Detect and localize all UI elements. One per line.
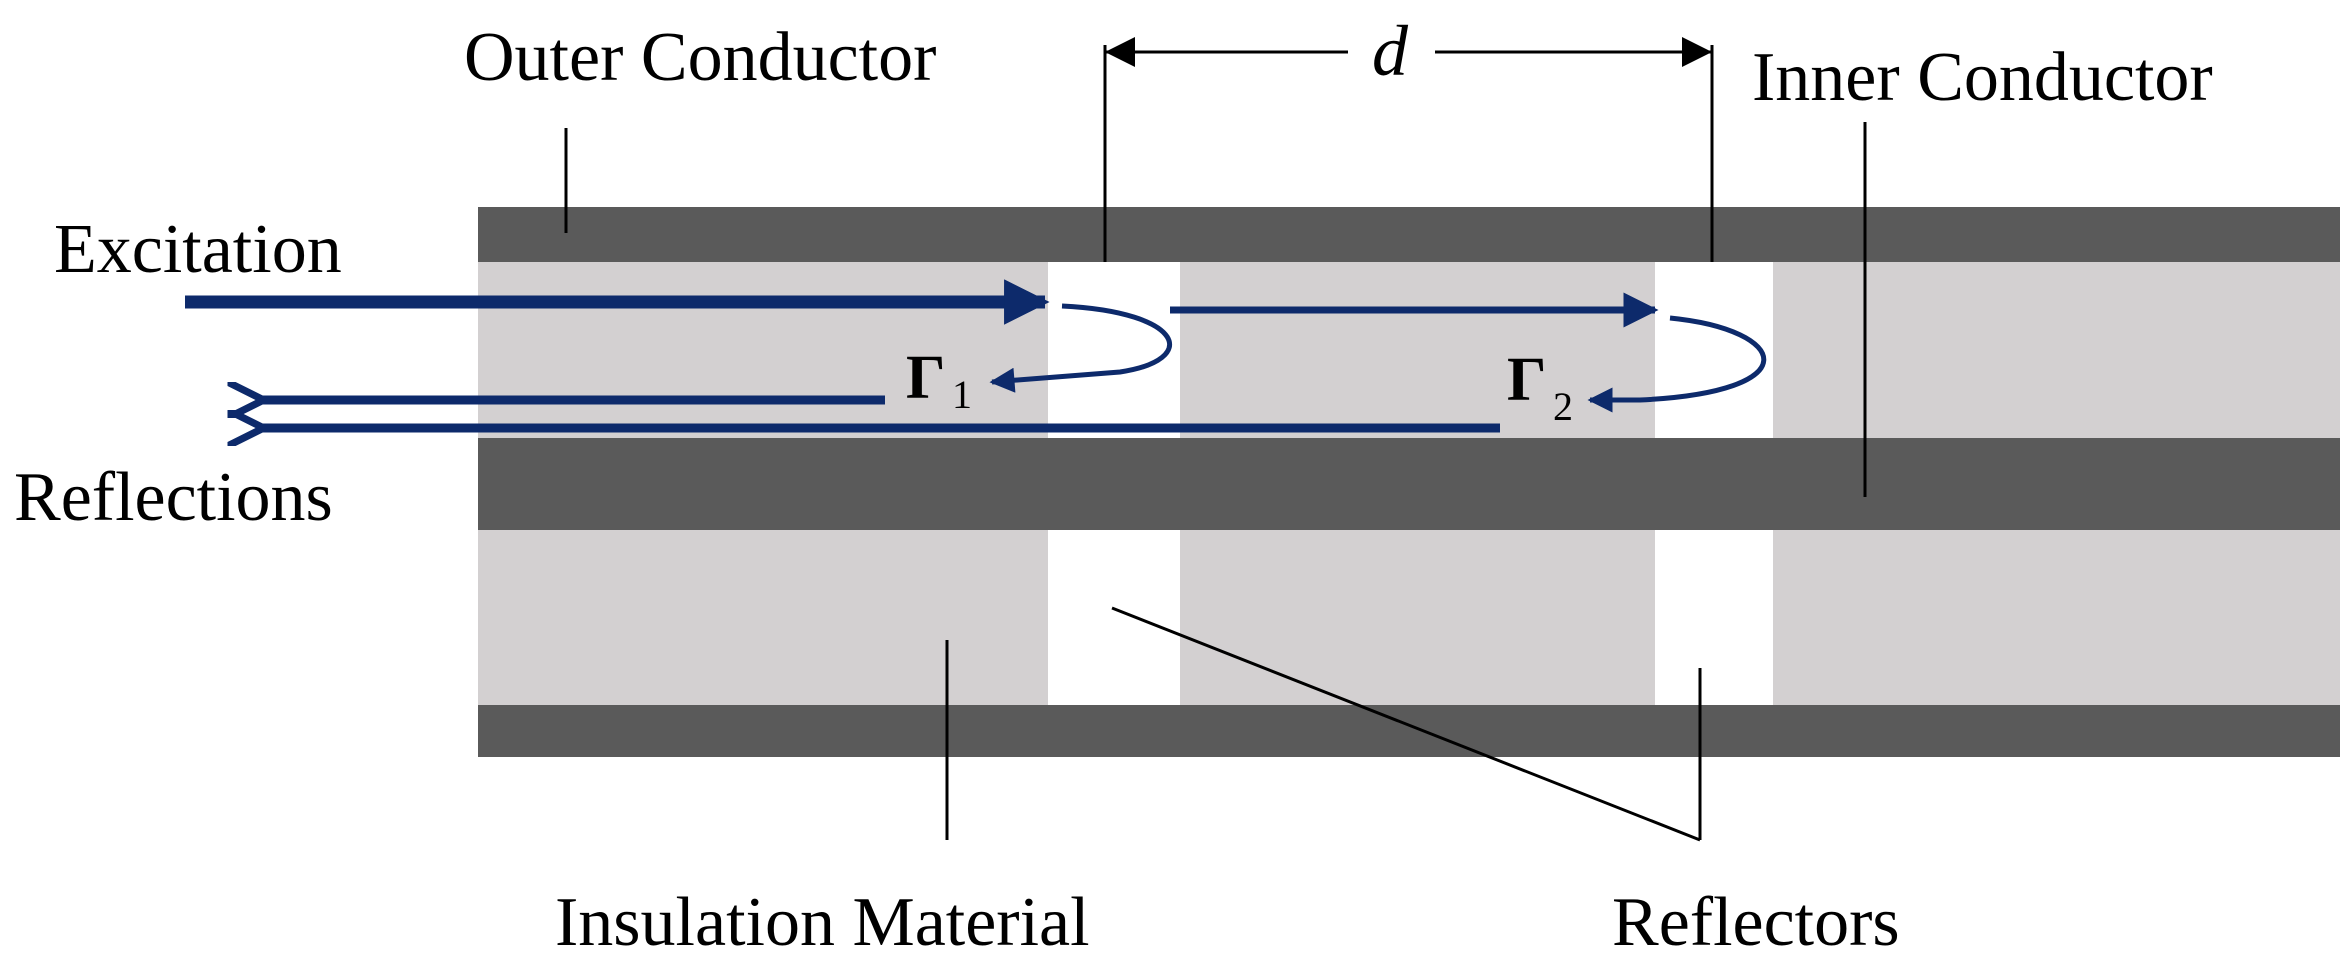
reflections-label: Reflections [14,459,333,536]
reflector-leader-1 [1111,606,1701,842]
reflector-2-upper [1655,262,1773,438]
excitation-label: Excitation [54,211,342,288]
distance-label: d [1372,11,1409,91]
insulation-upper [478,262,2340,438]
gamma1-subscript: 1 [952,372,972,417]
insulation-lower [478,530,2340,705]
inner-conductor-label: Inner Conductor [1752,39,2213,116]
reflectors-label: Reflectors [1612,884,1900,961]
reflector-1-upper [1048,262,1180,438]
gamma1-symbol: Γ [906,344,945,412]
gamma2-reflection-curve [1587,315,1767,413]
outer-conductor-label: Outer Conductor [464,19,936,96]
inner-conductor [478,438,2340,530]
outer-conductor-bottom [478,705,2340,757]
gamma1-reflection-curve [989,303,1172,393]
reflector-1-lower [1048,530,1180,705]
insulation-material-label: Insulation Material [555,884,1090,961]
reflector-2-lower [1655,530,1773,705]
gamma2-subscript: 2 [1553,384,1573,429]
gamma2-symbol: Γ [1507,346,1546,414]
outer-conductor-top [478,207,2340,262]
